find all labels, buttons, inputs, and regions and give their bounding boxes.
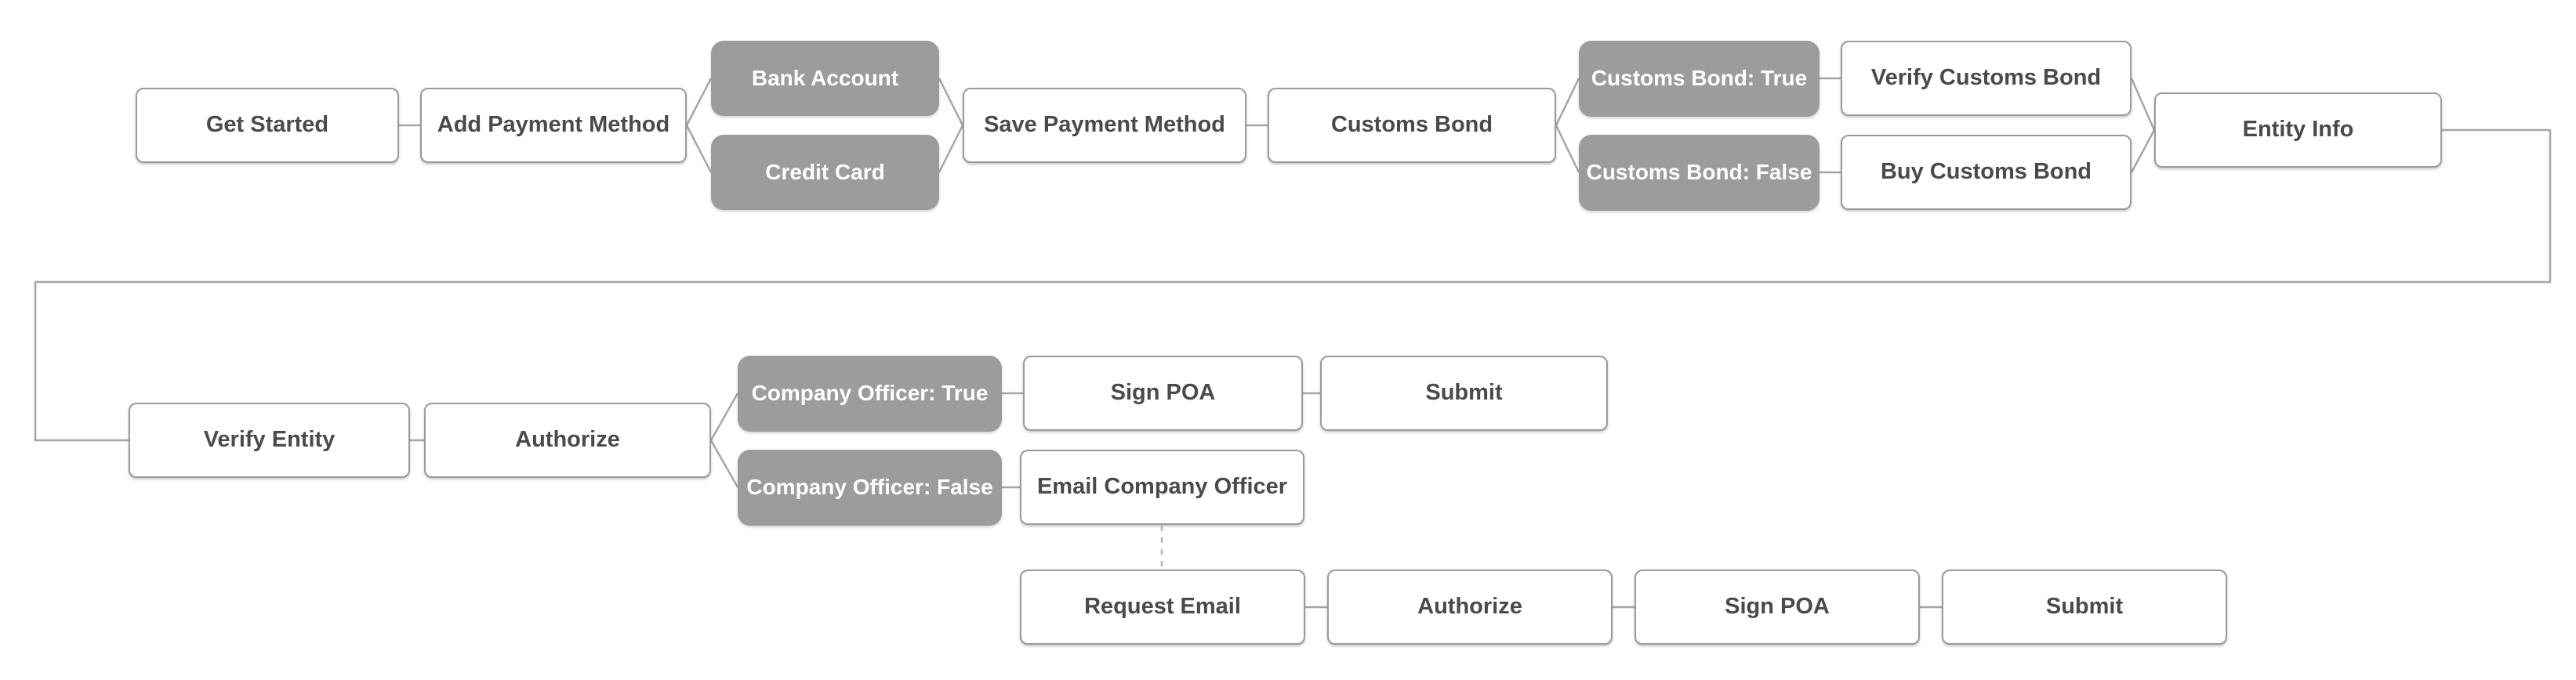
node-label-customs-bond: Customs Bond [1330, 112, 1493, 138]
node-email-company-officer[interactable]: Email Company Officer [1020, 450, 1304, 525]
node-sign-poa-after-request[interactable]: Sign POA [1634, 570, 1920, 645]
node-label-company-officer-true: Company Officer: True [751, 381, 989, 406]
node-get-started[interactable]: Get Started [136, 88, 399, 163]
node-company-officer-true[interactable]: Company Officer: True [738, 356, 1002, 432]
node-label-verify-entity: Verify Entity [203, 427, 336, 453]
node-label-get-started: Get Started [205, 112, 329, 138]
node-submit-after-request[interactable]: Submit [1942, 570, 2227, 645]
node-label-save-payment-method: Save Payment Method [984, 112, 1225, 138]
node-label-buy-customs-bond: Buy Customs Bond [1880, 159, 2092, 185]
node-label-submit-after-request: Submit [2045, 594, 2124, 620]
node-label-verify-customs-bond: Verify Customs Bond [1870, 65, 2102, 91]
node-customs-bond-true[interactable]: Customs Bond: True [1579, 41, 1820, 117]
node-verify-customs-bond[interactable]: Verify Customs Bond [1841, 41, 2132, 116]
node-label-authorize: Authorize [515, 427, 620, 453]
node-label-submit: Submit [1425, 380, 1503, 406]
node-label-credit-card: Credit Card [765, 159, 885, 184]
edge-buy-customs-bond-to-entity-info [2130, 129, 2156, 173]
node-label-company-officer-false: Company Officer: False [746, 475, 993, 500]
node-label-authorize-after-request: Authorize [1417, 594, 1522, 620]
node-save-payment-method[interactable]: Save Payment Method [963, 88, 1246, 163]
edge-customs-bond-to-customs-bond-false [1555, 125, 1580, 173]
node-label-request-email: Request Email [1084, 594, 1241, 620]
node-authorize[interactable]: Authorize [424, 403, 711, 478]
edge-credit-card-to-save-payment-method [938, 125, 964, 173]
edge-authorize-to-company-officer-true [709, 392, 739, 441]
node-add-payment-method[interactable]: Add Payment Method [420, 88, 687, 163]
edge-authorize-to-company-officer-false [709, 439, 739, 488]
node-company-officer-false[interactable]: Company Officer: False [738, 450, 1002, 526]
node-label-entity-info: Entity Info [2242, 117, 2354, 143]
node-label-customs-bond-false: Customs Bond: False [1586, 160, 1812, 185]
node-authorize-after-request[interactable]: Authorize [1327, 570, 1613, 645]
edge-verify-customs-bond-to-entity-info [2130, 78, 2156, 131]
edge-entity-info-wrap-to-verify-entity [34, 128, 2552, 442]
node-buy-customs-bond[interactable]: Buy Customs Bond [1841, 135, 2132, 210]
node-submit[interactable]: Submit [1320, 356, 1608, 431]
node-sign-poa[interactable]: Sign POA [1023, 356, 1303, 431]
edge-bank-account-to-save-payment-method [938, 78, 964, 126]
node-request-email[interactable]: Request Email [1020, 570, 1305, 645]
node-verify-entity[interactable]: Verify Entity [129, 403, 410, 478]
edge-add-payment-method-to-bank-account [685, 78, 713, 126]
node-entity-info[interactable]: Entity Info [2154, 92, 2442, 168]
node-label-bank-account: Bank Account [751, 65, 899, 90]
node-label-email-company-officer: Email Company Officer [1036, 474, 1288, 500]
edge-customs-bond-to-customs-bond-true [1555, 78, 1580, 126]
edge-add-payment-method-to-credit-card [685, 125, 713, 173]
node-label-sign-poa: Sign POA [1110, 380, 1216, 406]
node-label-customs-bond-true: Customs Bond: True [1591, 66, 1808, 91]
node-customs-bond[interactable]: Customs Bond [1268, 88, 1556, 163]
node-label-add-payment-method: Add Payment Method [437, 112, 670, 138]
node-label-sign-poa-after-request: Sign POA [1725, 594, 1830, 620]
node-credit-card[interactable]: Credit Card [711, 135, 939, 210]
node-bank-account[interactable]: Bank Account [711, 41, 939, 116]
node-customs-bond-false[interactable]: Customs Bond: False [1579, 135, 1820, 211]
